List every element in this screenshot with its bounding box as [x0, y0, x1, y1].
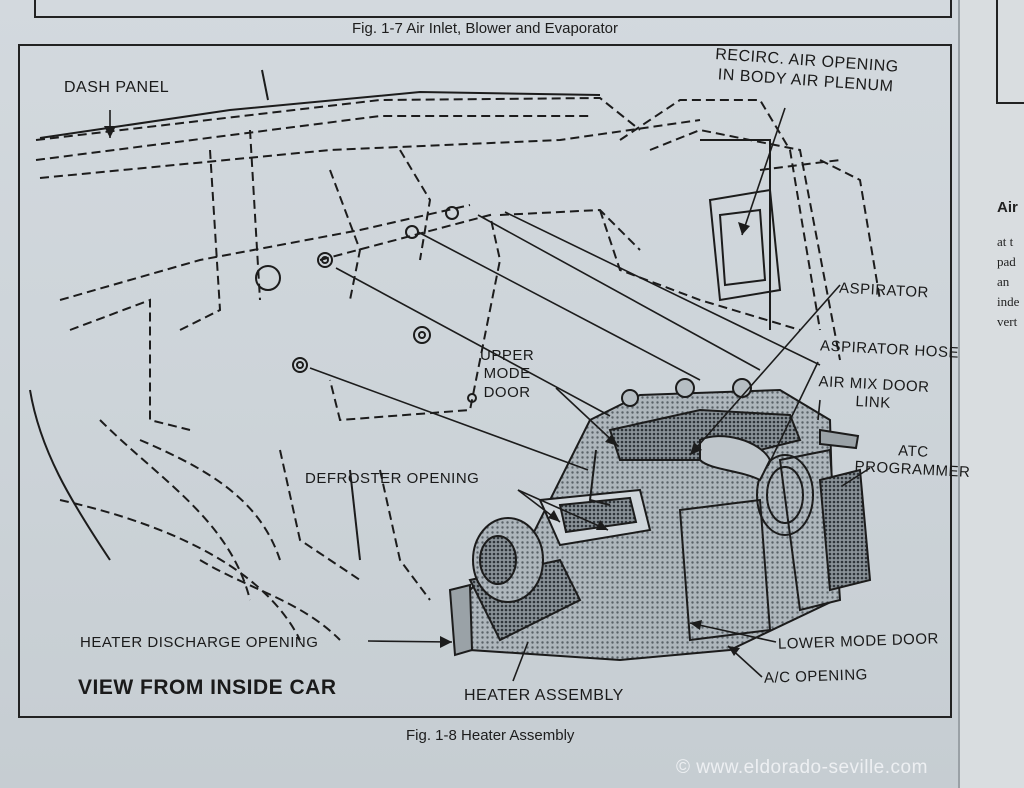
facing-page [958, 0, 1024, 788]
facing-page-line: pad [997, 254, 1016, 269]
facing-page-text: Air at t pad an inde vert [997, 198, 1019, 332]
arrowheads [104, 126, 750, 656]
facing-page-line: inde [997, 294, 1020, 309]
fasteners [255, 206, 477, 403]
defroster-opening-label: DEFROSTER OPENING [305, 470, 480, 487]
figure-1-8-frame [18, 44, 952, 718]
heater-discharge-opening-label: HEATER DISCHARGE OPENING [80, 634, 319, 651]
facing-page-heading: Air [997, 199, 1018, 216]
figure-1-8-caption: Fig. 1-8 Heater Assembly [406, 727, 575, 744]
facing-page-line: at t [997, 234, 1014, 249]
air-mix-door-link-label: AIR MIX DOOR LINK [818, 373, 930, 413]
facing-page-box [996, 0, 1024, 104]
heater-assembly-body [448, 378, 872, 662]
dash-panel-solid-lines [29, 69, 782, 561]
previous-figure-frame [34, 0, 952, 18]
facing-page-line: an [997, 274, 1010, 289]
atc-programmer-label: ATC PROGRAMMER [854, 442, 971, 482]
figure-1-7-caption: Fig. 1-7 Air Inlet, Blower and Evaporato… [352, 20, 618, 37]
watermark: © www.eldorado-seville.com [676, 757, 928, 778]
ac-opening-label: A/C OPENING [763, 666, 869, 687]
leader-lines [109, 107, 871, 682]
upper-mode-door-label: UPPER MODE DOOR [480, 347, 535, 401]
view-from-inside-car-label: VIEW FROM INSIDE CAR [78, 676, 337, 699]
dash-panel-label: DASH PANEL [64, 79, 170, 96]
facing-page-line: vert [997, 314, 1018, 329]
heater-assembly-label: HEATER ASSEMBLY [464, 687, 624, 704]
